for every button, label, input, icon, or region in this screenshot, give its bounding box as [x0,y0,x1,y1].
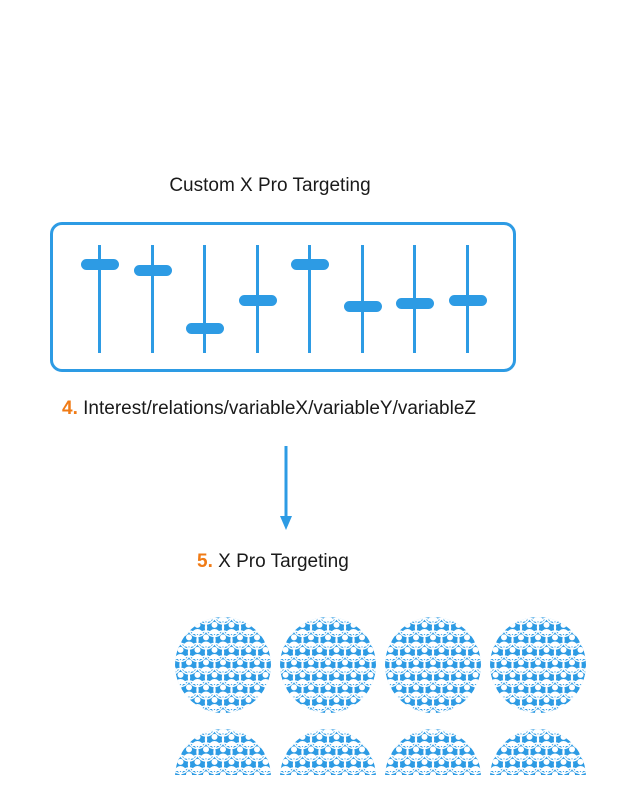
slider-icon [396,245,434,353]
crowd-icon [385,729,481,775]
crowd-icon [490,729,586,775]
slider-track [150,245,154,353]
slider-knob [291,258,329,270]
slider-knob [186,322,224,334]
audience-crowds [175,617,586,775]
crowd-icon [490,617,586,713]
slider-icon [186,245,224,353]
slider-knob [81,258,119,270]
slider-track [360,245,364,353]
slider-track [308,245,311,353]
diagram-title: Custom X Pro Targeting [169,175,371,196]
slider-icon [238,245,277,353]
slider-track [203,245,206,353]
slider-knob [133,265,172,277]
step-4-text: Interest/relations/variableX/variableY/v… [83,398,476,419]
step-5-text: X Pro Targeting [218,551,349,572]
step-5-label: 5. X Pro Targeting [197,551,349,573]
slider-icon [133,245,172,353]
step-4-number: 4. [62,398,78,419]
slider-icon [343,245,382,353]
slider-knob [396,297,434,309]
step-4-label: 4. Interest/relations/variableX/variable… [62,398,476,420]
arrow-down-icon [280,446,292,530]
slider-knob [448,294,487,306]
slider-icon [291,245,329,353]
slider-icon [448,245,487,353]
slider-knob [238,294,277,306]
slider-knob [343,301,382,313]
targeting-sliders-panel [50,222,516,372]
slider-icon [81,245,119,353]
slider-track [98,245,101,353]
step-5-number: 5. [197,551,213,572]
